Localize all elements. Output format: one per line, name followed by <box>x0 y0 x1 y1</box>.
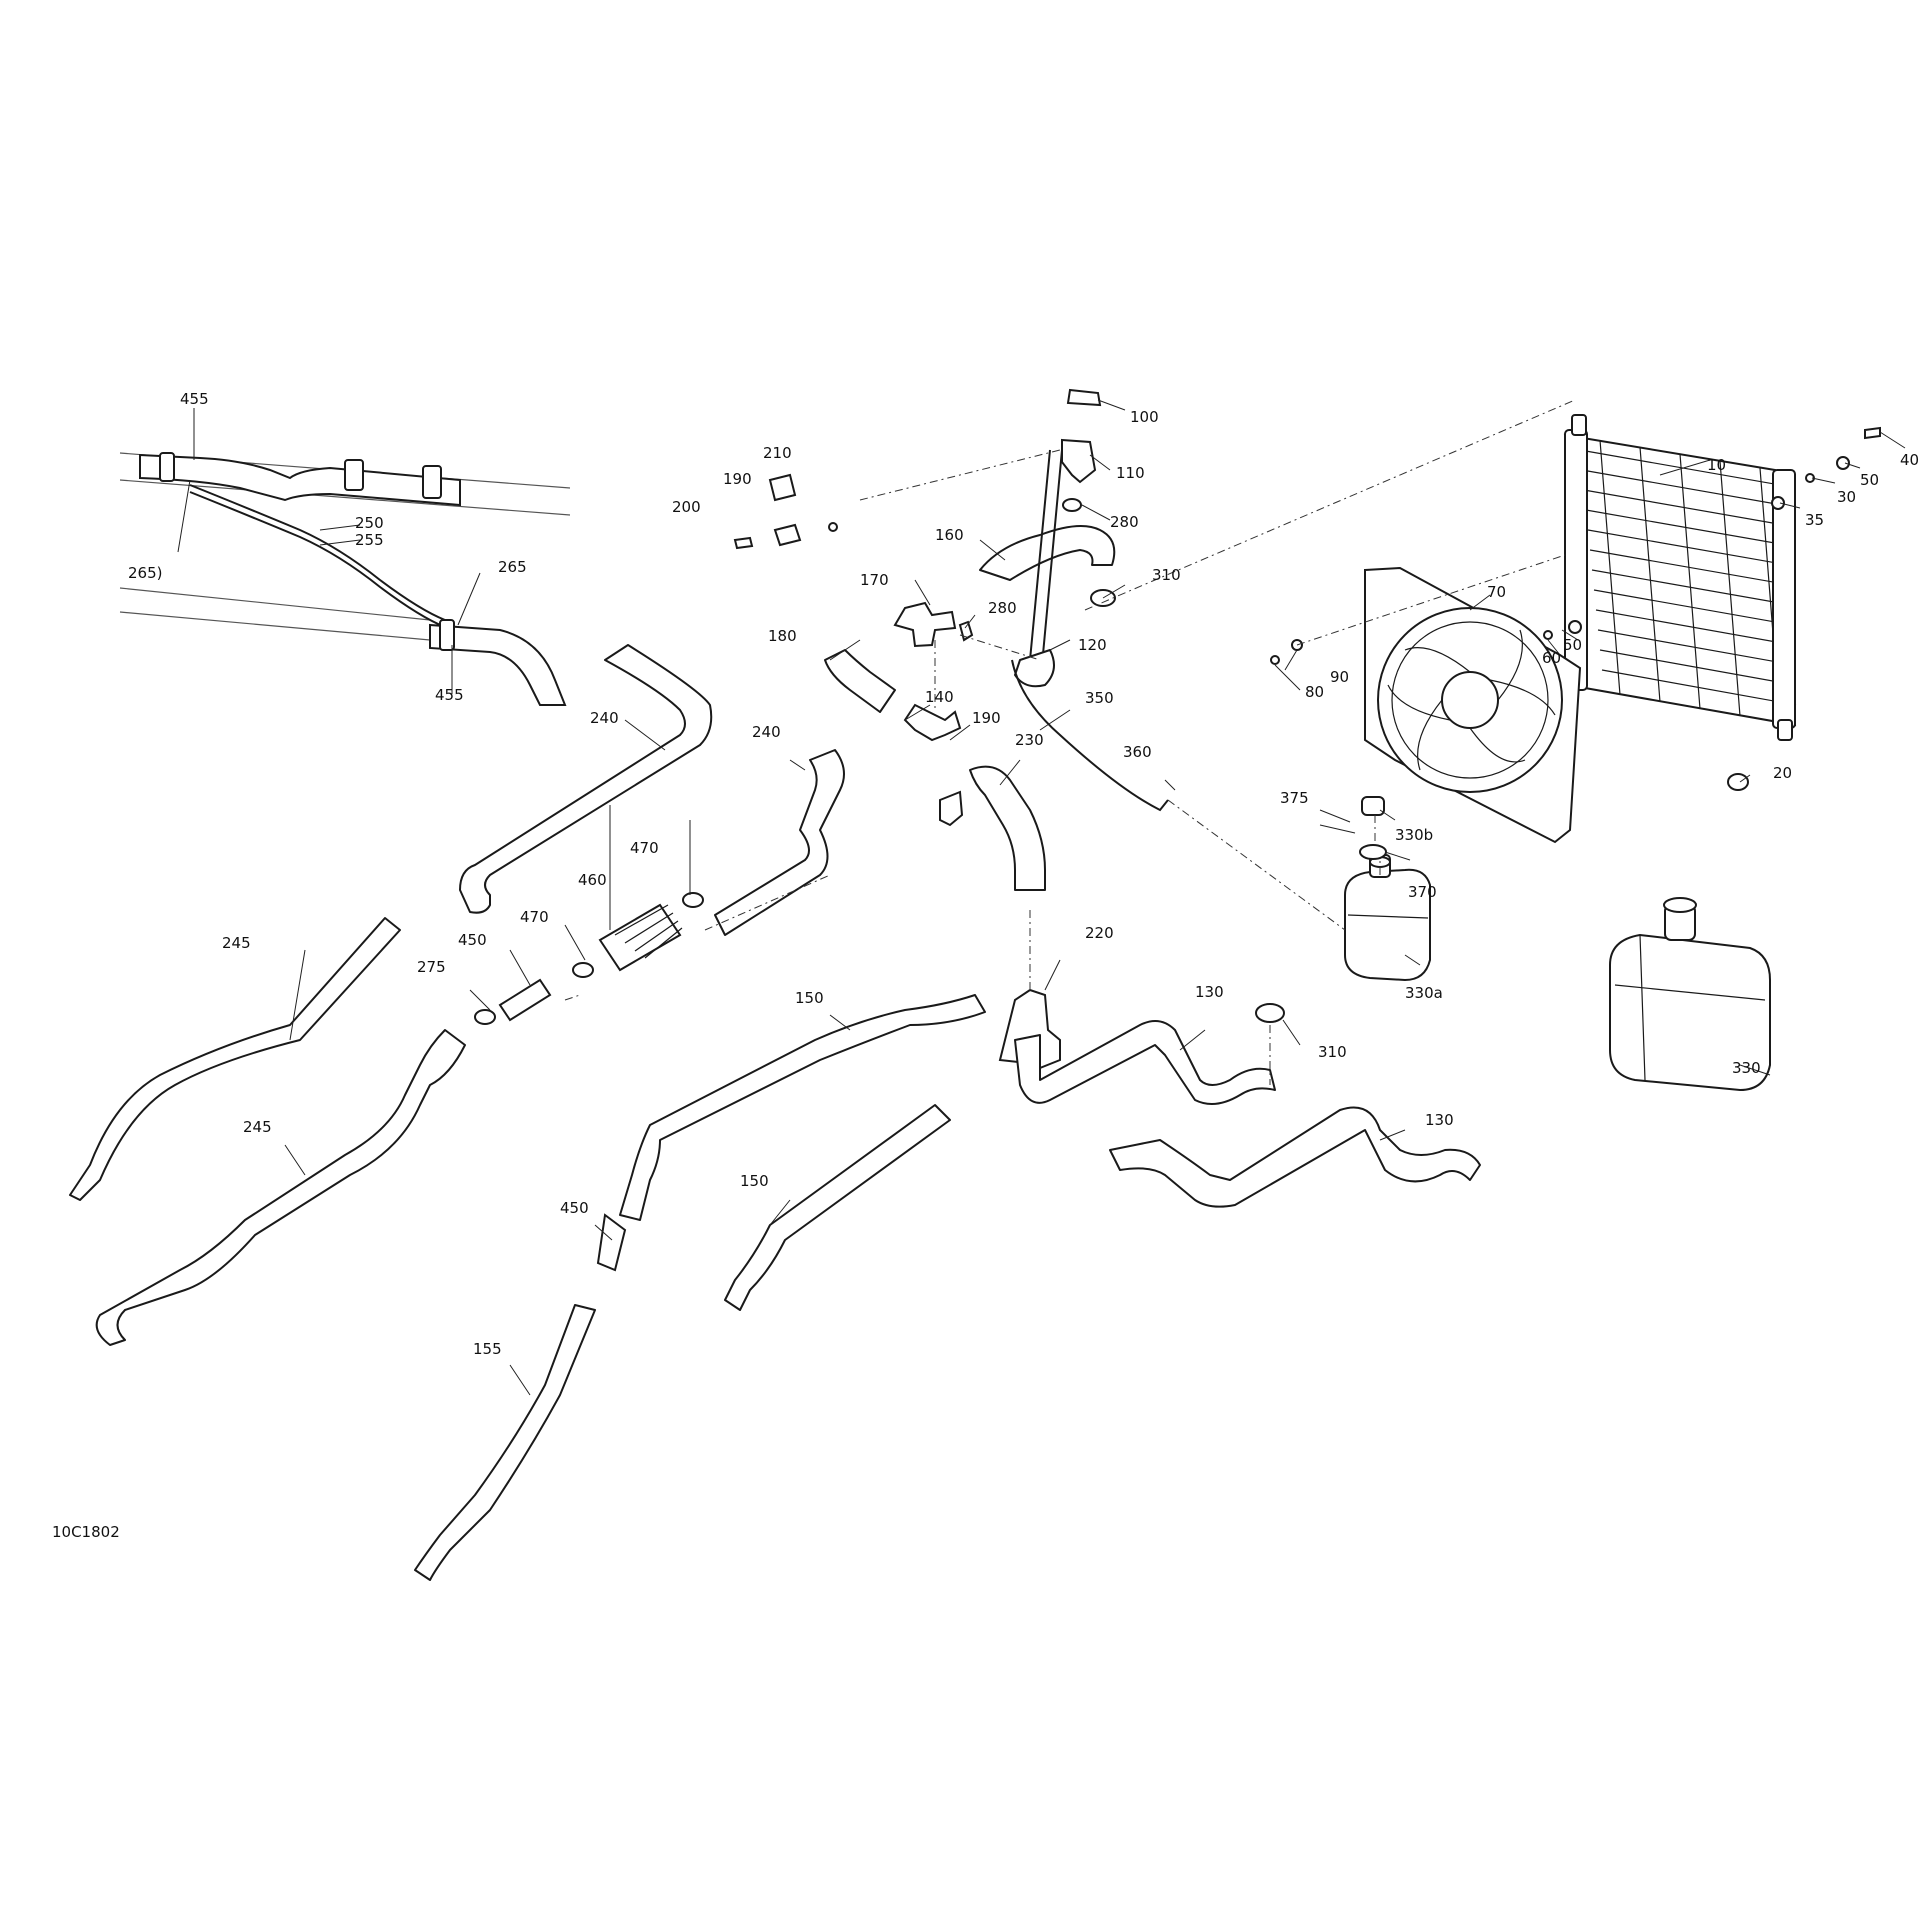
callout-150-low: 150 <box>740 1172 769 1190</box>
callout-470-low: 470 <box>520 908 549 926</box>
callout-130-top: 130 <box>1195 983 1224 1001</box>
callout-190-mid: 190 <box>972 709 1001 727</box>
callout-100: 100 <box>1130 408 1159 426</box>
callout-160: 160 <box>935 526 964 544</box>
radiator <box>1563 414 1797 741</box>
callout-30: 30 <box>1837 488 1856 506</box>
callout-60: 60 <box>1542 649 1561 667</box>
hose-240-mid <box>714 749 845 936</box>
callout-10: 10 <box>1707 456 1726 474</box>
hose-180 <box>824 649 896 713</box>
callout-80: 80 <box>1305 683 1324 701</box>
filler-neck-assembly <box>979 388 1169 812</box>
callout-330a: 330a <box>1405 984 1443 1002</box>
callout-140: 140 <box>925 688 954 706</box>
hose-130-top <box>1014 1020 1276 1105</box>
callout-155: 155 <box>473 1340 502 1358</box>
alignment-lines <box>564 399 1576 1085</box>
hose-240-left <box>459 644 713 914</box>
leader-lines <box>284 399 1906 1396</box>
callout-455-top: 455 <box>180 390 209 408</box>
callout-240-mid: 240 <box>752 723 781 741</box>
coupler-and-clamps <box>474 892 704 1272</box>
hose-230 <box>969 765 1046 891</box>
callout-265-left: 265) <box>128 564 162 582</box>
callout-255: 255 <box>355 531 384 549</box>
callout-20: 20 <box>1773 764 1792 782</box>
callout-450-low: 450 <box>560 1199 589 1217</box>
callout-110: 110 <box>1116 464 1145 482</box>
callout-90: 90 <box>1330 668 1349 686</box>
hose-130-low <box>1109 1106 1481 1208</box>
hose-245-top <box>69 917 401 1201</box>
callout-275: 275 <box>417 958 446 976</box>
hose-150-top <box>619 994 986 1221</box>
hose-245-low <box>95 1029 466 1346</box>
callout-200: 200 <box>672 498 701 516</box>
callout-470-top: 470 <box>630 839 659 857</box>
callout-70: 70 <box>1487 583 1506 601</box>
coolant-reservoir-330a <box>1344 854 1431 982</box>
hose-150-low <box>724 1104 951 1311</box>
callout-330: 330 <box>1732 1059 1761 1077</box>
callout-455-bottom: 455 <box>435 686 464 704</box>
callout-265-right: 265 <box>498 558 527 576</box>
callout-190-top: 190 <box>723 470 752 488</box>
callout-150-top: 150 <box>795 989 824 1007</box>
tee-and-couplers <box>733 522 974 827</box>
callout-310-low: 310 <box>1318 1043 1347 1061</box>
radiator-hardware <box>1270 426 1881 791</box>
callout-35: 35 <box>1805 511 1824 529</box>
callout-50-mid: 50 <box>1563 636 1582 654</box>
fan-shroud <box>1364 566 1582 844</box>
callout-120: 120 <box>1078 636 1107 654</box>
coolant-reservoir-330 <box>1609 897 1771 1092</box>
callout-250: 250 <box>355 514 384 532</box>
callout-370: 370 <box>1408 883 1437 901</box>
callout-170: 170 <box>860 571 889 589</box>
callout-210: 210 <box>763 444 792 462</box>
callout-460: 460 <box>578 871 607 889</box>
callout-280-mid: 280 <box>988 599 1017 617</box>
callout-245-low: 245 <box>243 1118 272 1136</box>
callout-130-low: 130 <box>1425 1111 1454 1129</box>
callout-375: 375 <box>1280 789 1309 807</box>
callout-50-top: 50 <box>1860 471 1879 489</box>
callout-220: 220 <box>1085 924 1114 942</box>
callout-240-left: 240 <box>590 709 619 727</box>
callout-330b: 330b <box>1395 826 1433 844</box>
hose-155 <box>414 1304 596 1581</box>
drawing-id: 10C1802 <box>52 1523 120 1541</box>
callout-450-top: 450 <box>458 931 487 949</box>
callout-360: 360 <box>1123 743 1152 761</box>
callout-labels: 455 265) 250 255 265 455 210 190 200 100… <box>128 390 1919 1358</box>
callout-40: 40 <box>1900 451 1919 469</box>
callout-310-top: 310 <box>1152 566 1181 584</box>
routing-detail-inset <box>119 408 571 706</box>
callout-350: 350 <box>1085 689 1114 707</box>
callout-230: 230 <box>1015 731 1044 749</box>
callout-280-top: 280 <box>1110 513 1139 531</box>
callout-180: 180 <box>768 627 797 645</box>
reservoir-cap-parts <box>1319 796 1387 860</box>
callout-245-top: 245 <box>222 934 251 952</box>
